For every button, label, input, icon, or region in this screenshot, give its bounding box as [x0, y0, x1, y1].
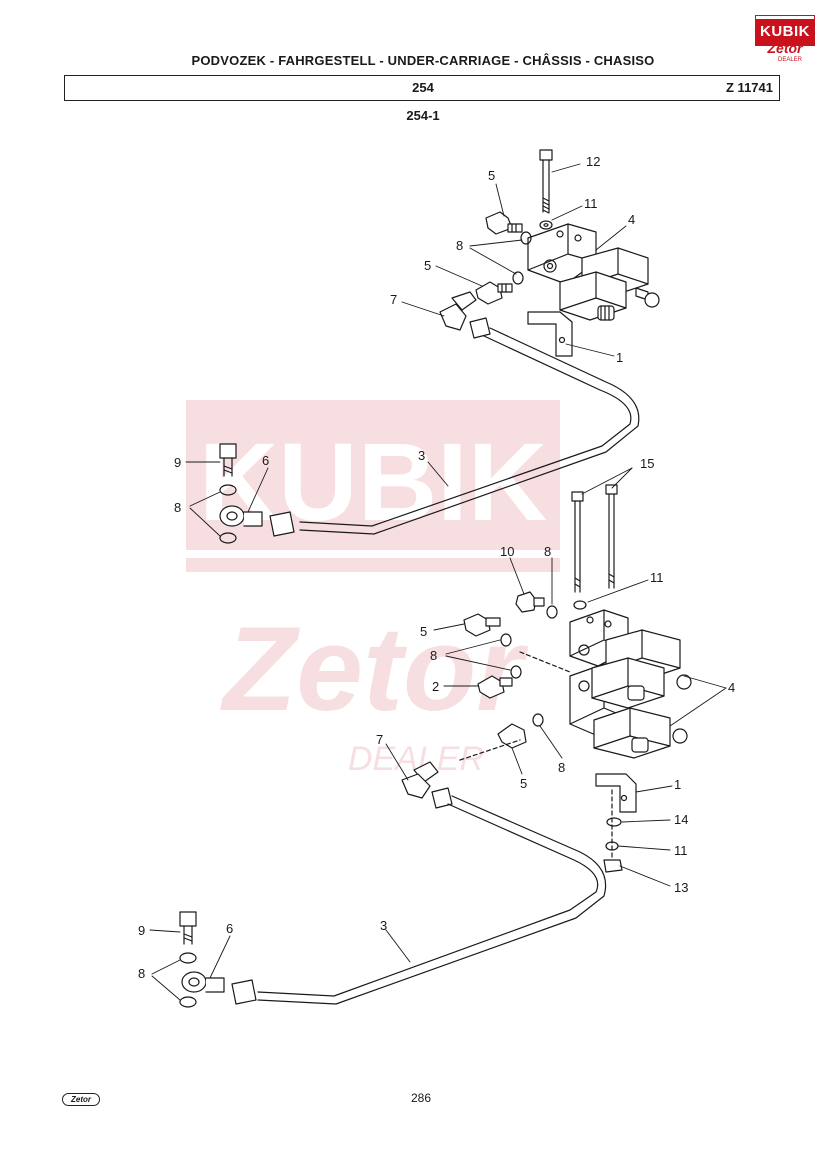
- callout-10: 10: [500, 544, 514, 559]
- callout-4-upper: 4: [628, 212, 635, 227]
- callout-8-upper-b: 8: [174, 500, 181, 515]
- pipe-3-upper: [299, 335, 632, 527]
- callout-3-upper: 3: [418, 448, 425, 463]
- washer-8-lower-a: [546, 605, 558, 619]
- washer-8-lower-c: [510, 665, 522, 679]
- plug-10: [515, 591, 545, 613]
- bolt-9-upper: [219, 443, 237, 477]
- dealer-logo: KUBIK Zetor DEALER: [756, 16, 814, 64]
- callout-12: 12: [586, 154, 600, 169]
- fitting-5-upper-a: [485, 211, 523, 235]
- fitting-5-lower-b: [497, 723, 527, 749]
- callout-6-lower: 6: [226, 921, 233, 936]
- callout-5-lower-b: 5: [520, 776, 527, 791]
- washer-8-lower-b: [500, 633, 512, 647]
- fitting-5-upper-b: [475, 281, 513, 305]
- washer-8-upper-d: [219, 532, 237, 544]
- logo-zetor-text: Zetor: [767, 40, 803, 56]
- washer-8-lower-d: [532, 713, 544, 727]
- callout-5-lower-a: 5: [420, 624, 427, 639]
- callout-15: 15: [640, 456, 654, 471]
- callout-5-upper-a: 5: [488, 168, 495, 183]
- callout-2: 2: [432, 679, 439, 694]
- leader-lines: [149, 163, 727, 1001]
- washer-8-lower-e: [179, 952, 197, 964]
- callout-14: 14: [674, 812, 688, 827]
- bolt-12-upper: [539, 149, 553, 214]
- callout-8-upper-a: 8: [456, 238, 463, 253]
- callout-1-lower: 1: [674, 777, 681, 792]
- section-number: 254: [412, 80, 434, 95]
- callout-9-lower: 9: [138, 923, 145, 938]
- fitting-5-lower-a: [463, 613, 501, 637]
- page-number: 286: [410, 1091, 432, 1105]
- valve-block-upper: [527, 223, 660, 321]
- callout-11-upper: 11: [584, 196, 598, 211]
- section-header-box: 254 Z 11741: [64, 75, 780, 101]
- callout-5-upper-b: 5: [424, 258, 431, 273]
- callout-7-upper: 7: [390, 292, 397, 307]
- callout-6-upper: 6: [262, 453, 269, 468]
- washer-8-upper-b: [512, 271, 524, 285]
- bolt-9-lower: [179, 911, 197, 945]
- elbow-7-upper: [439, 291, 491, 339]
- callout-8-lower-b: 8: [430, 648, 437, 663]
- callout-labels: 12 5 11 4 8 5 7 1 9 6 3 8 15 10 8 11 5 8…: [138, 154, 735, 981]
- callout-8-lower-c: 8: [558, 760, 565, 775]
- banjo-6-lower: [181, 971, 225, 993]
- logo-dealer-text: DEALER: [778, 57, 803, 63]
- figure-id: 254-1: [406, 108, 440, 123]
- valve-block-lower: [569, 609, 692, 759]
- footer-zetor-logo: Zetor: [62, 1093, 100, 1106]
- bracket-1-upper: [527, 311, 573, 357]
- callout-8-lower-d: 8: [138, 966, 145, 981]
- callout-4-lower: 4: [728, 680, 735, 695]
- banjo-6-upper: [219, 505, 263, 527]
- callout-11-lower-top: 11: [650, 570, 664, 585]
- bolts-15: [571, 484, 618, 593]
- callout-13: 13: [674, 880, 688, 895]
- washer-14: [606, 817, 622, 827]
- drawing-number: Z 11741: [726, 80, 773, 95]
- callout-11-lower: 11: [674, 843, 688, 858]
- pipe-nut-upper: [269, 511, 295, 537]
- washer-8-lower-f: [179, 996, 197, 1008]
- washer-11-upper: [539, 220, 553, 230]
- callout-7-lower: 7: [376, 732, 383, 747]
- logo-kubik-text: KUBIK: [756, 16, 814, 45]
- pipe-3-lower: [257, 803, 599, 997]
- elbow-7-lower: [401, 761, 453, 809]
- page-title: PODVOZEK - FAHRGESTELL - UNDER-CARRIAGE …: [191, 53, 655, 68]
- washer-8-upper-a: [520, 231, 532, 245]
- washer-11-lower-top: [573, 600, 587, 610]
- nut-13: [603, 859, 623, 873]
- callout-8-lower-a: 8: [544, 544, 551, 559]
- fitting-2: [477, 675, 513, 699]
- callout-1-upper: 1: [616, 350, 623, 365]
- callout-3-lower: 3: [380, 918, 387, 933]
- bracket-1-lower: [595, 773, 637, 813]
- washer-8-upper-c: [219, 484, 237, 496]
- pipe-nut-lower: [231, 979, 257, 1005]
- callout-9-upper: 9: [174, 455, 181, 470]
